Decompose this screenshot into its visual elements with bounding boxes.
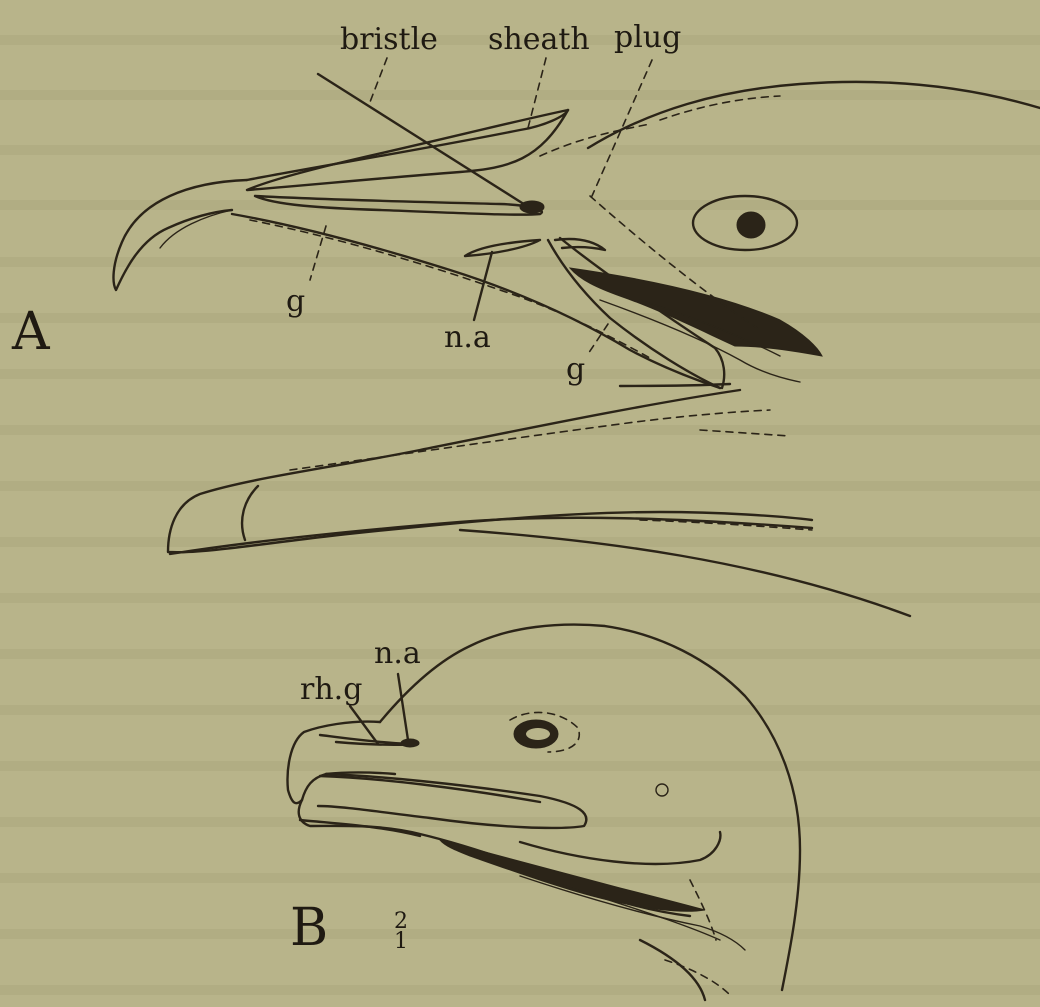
label-plug: plug [614,20,681,55]
eye-a-pupil [737,212,765,238]
nasal-tube [255,196,542,215]
figure-b-drawing [288,625,800,1000]
label-bristle: bristle [340,22,438,57]
gape-shading-b [440,840,705,911]
figure-label-b: B [290,898,328,958]
label-g-upper: g [286,284,305,319]
upper-bill-b [288,722,395,804]
head-a-outline [588,82,1040,148]
label-g-lower: g [566,352,585,387]
head-b-outline [380,625,800,990]
upper-bill-hook [114,180,247,290]
scale-denominator: 1 [394,932,408,952]
nasal-aperture-a [465,240,540,256]
bristle-line [318,74,530,208]
label-na-b: n.a [374,636,421,671]
label-rhg: rh.g [300,672,362,707]
figure-label-a: A [12,302,50,362]
label-sheath: sheath [488,22,590,57]
scale-fraction: 2 1 [394,912,408,952]
label-na-a: n.a [444,320,491,355]
gape-shading-a [570,268,822,356]
figure-a-drawing [114,74,1040,616]
